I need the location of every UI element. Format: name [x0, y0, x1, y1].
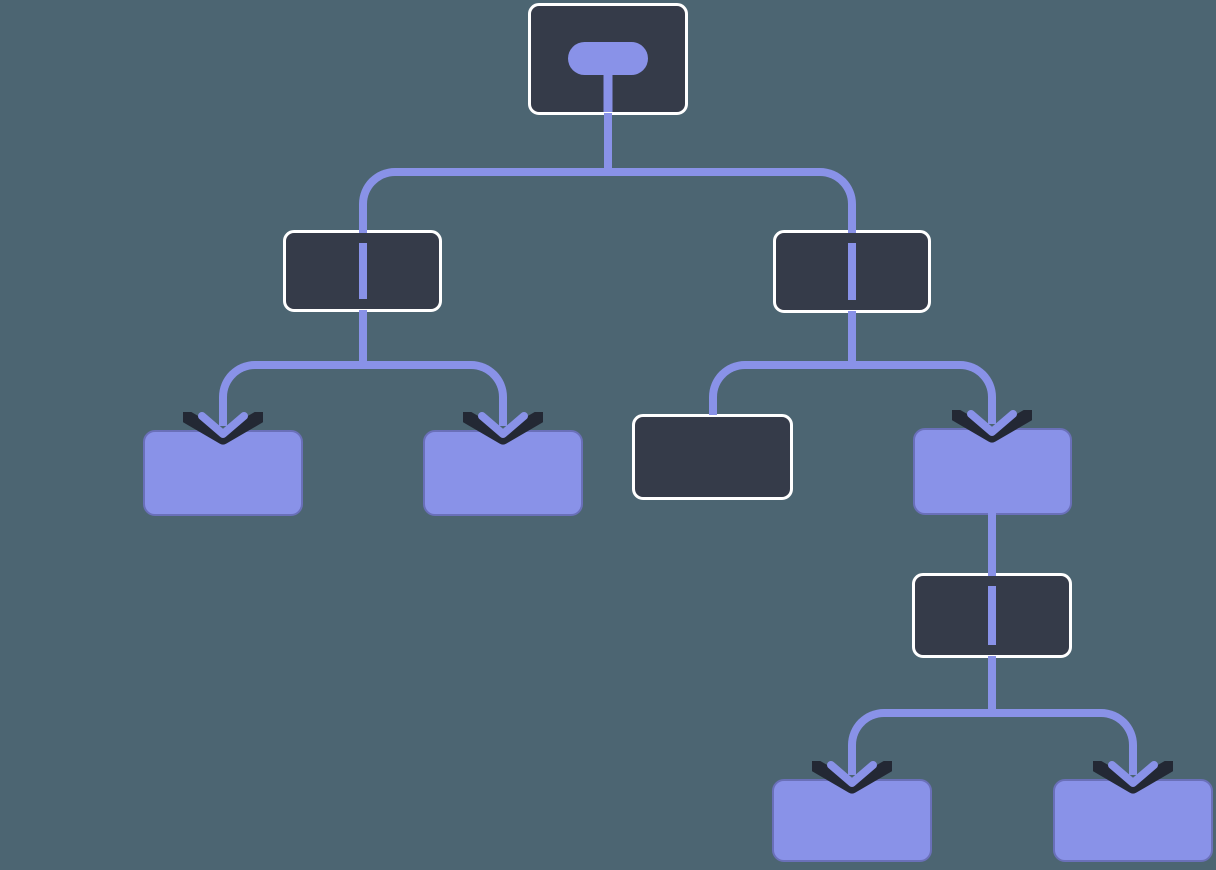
- root-pill-stem: [603, 68, 613, 112]
- bottom-elbow-right: [992, 709, 1137, 763]
- split-node-bottom: [912, 573, 1072, 658]
- left-elbow-right: [363, 361, 507, 414]
- root-elbow-right: [608, 168, 856, 233]
- arrow-down-icon: [183, 412, 263, 448]
- arrow-down-icon: [952, 410, 1032, 446]
- arrow-down-icon: [463, 412, 543, 448]
- right-elbow-right: [852, 361, 996, 412]
- dark-leaf-node: [632, 414, 793, 500]
- right-split-drop-connector: [848, 311, 856, 369]
- arrow-down-icon: [812, 761, 892, 797]
- pass-through-line: [848, 243, 856, 300]
- bottom-elbow-left: [848, 709, 992, 763]
- left-elbow-left: [219, 361, 363, 414]
- split-node-right: [773, 230, 931, 313]
- arrow-down-icon: [1093, 761, 1173, 797]
- bottom-split-drop-connector: [988, 656, 996, 717]
- root-pill-icon: [568, 42, 648, 75]
- split-node-left: [283, 230, 442, 312]
- root-node: [528, 3, 688, 115]
- left-split-drop-connector: [359, 310, 367, 369]
- chain-drop-connector: [988, 513, 996, 576]
- root-stem-connector: [604, 113, 612, 176]
- right-elbow-left: [709, 361, 852, 415]
- pass-through-line: [358, 243, 367, 299]
- pass-through-line: [988, 586, 996, 645]
- root-elbow-left: [359, 168, 608, 233]
